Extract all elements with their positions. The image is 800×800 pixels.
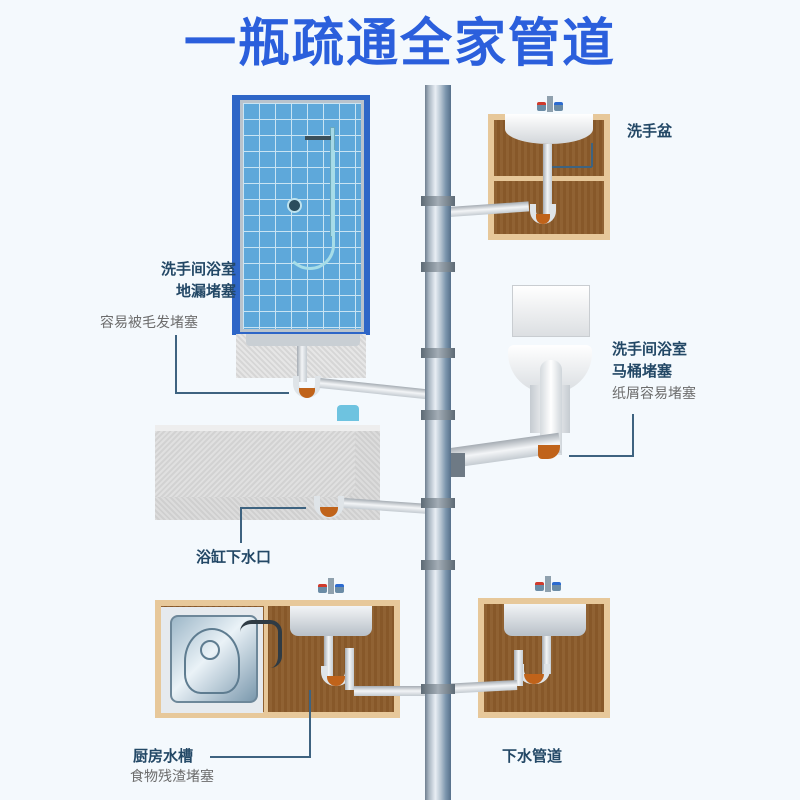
label-kitchen-subtitle: 食物残渣堵塞	[130, 769, 214, 785]
faucet-icon	[337, 405, 359, 421]
faucet-icon	[535, 576, 561, 594]
label-washbasin: 洗手盆	[627, 122, 673, 140]
faucet-icon	[537, 96, 563, 114]
label-bathtub-drain: 浴缸下水口	[196, 548, 272, 566]
label-kitchen-title: 厨房水槽	[133, 747, 194, 765]
label-toilet-title-2: 马桶堵塞	[612, 362, 673, 380]
leader-toilet-h	[569, 455, 634, 457]
label-toilet-title-1: 洗手间浴室	[612, 340, 688, 358]
label-toilet: 洗手间浴室 马桶堵塞 纸屑容易堵塞	[612, 338, 696, 404]
leader-toilet	[632, 414, 634, 456]
label-drain-pipe: 下水管道	[502, 747, 563, 765]
leader-kitchen	[210, 756, 310, 758]
label-toilet-subtitle: 纸屑容易堵塞	[612, 386, 696, 402]
label-shower-title-2: 地漏堵塞	[175, 282, 236, 300]
label-shower-subtitle: 容易被毛发堵塞	[100, 315, 198, 331]
label-shower-title-1: 洗手间浴室	[160, 260, 236, 278]
leader-shower-h	[175, 392, 289, 394]
leader-bathtub	[240, 507, 242, 543]
page-title: 一瓶疏通全家管道	[183, 14, 616, 74]
faucet-icon	[318, 578, 344, 596]
leader-bathtub-h	[240, 507, 306, 509]
leader-washbasin	[552, 166, 592, 168]
leader-shower	[175, 335, 177, 393]
label-shower-floor-drain: 洗手间浴室 地漏堵塞	[100, 258, 236, 302]
label-kitchen-sink: 厨房水槽 食物残渣堵塞	[130, 745, 214, 787]
leader-kitchen-v	[309, 690, 311, 758]
leader-washbasin-v	[591, 143, 593, 167]
